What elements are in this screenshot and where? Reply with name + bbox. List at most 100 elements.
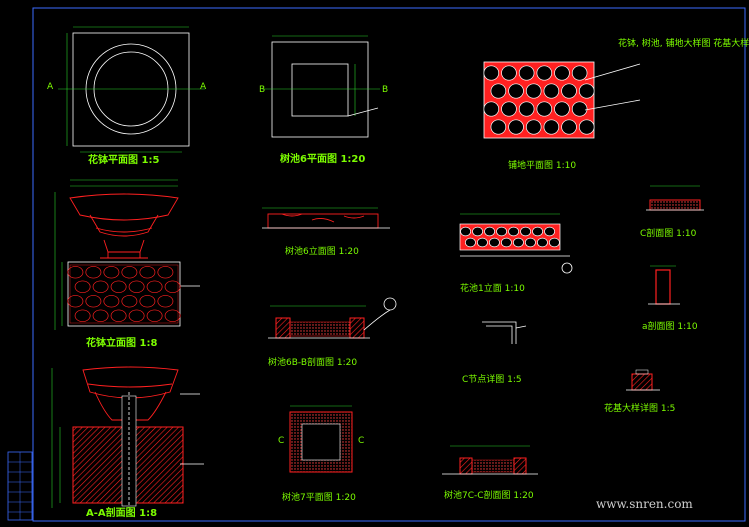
stone-shape: [525, 119, 542, 135]
header-note: 花钵, 树池, 铺地大样图 花基大样图: [618, 37, 749, 49]
stone-shape: [508, 226, 519, 237]
tree6-section-drawing: [268, 297, 397, 339]
stone-shape: [496, 226, 507, 237]
stone-shape: [85, 295, 102, 308]
label-tree7-section: 树池7C-C剖面图 1:20: [444, 489, 534, 501]
stone-shape: [537, 237, 548, 248]
stone-shape: [571, 65, 588, 81]
stone-shape: [489, 237, 500, 248]
stone-shape: [121, 295, 138, 308]
pot-elevation-drawing: [54, 179, 200, 330]
stone-shape: [139, 295, 156, 308]
stone-shape: [508, 119, 524, 135]
stone-shape: [85, 266, 102, 279]
label-tree6-section: 树池6B-B剖面图 1:20: [268, 356, 357, 368]
stone-shape: [501, 237, 512, 248]
stone-shape: [490, 83, 507, 99]
node-detail-drawing: [482, 321, 527, 344]
sheet-border: [32, 7, 746, 522]
tree7-plan-drawing: [289, 405, 353, 473]
stone-shape: [164, 309, 181, 322]
stone-shape: [578, 83, 595, 99]
stone-shape: [74, 280, 91, 293]
stone-shape: [110, 309, 127, 322]
section-c-drawing: [646, 185, 704, 211]
stone-shape: [92, 280, 109, 293]
stone-shape: [483, 65, 500, 81]
marker-a-right: A: [200, 82, 207, 92]
stone-shape: [465, 237, 476, 248]
stone-wall-pattern: [67, 266, 181, 322]
stone-shape: [525, 237, 536, 248]
stone-shape: [544, 226, 555, 237]
pot-plan-drawing: [58, 26, 205, 153]
stone-shape: [157, 295, 174, 308]
stone-shape: [561, 119, 577, 135]
marker-a-left: A: [47, 82, 54, 92]
stone-shape: [501, 101, 517, 117]
stone-shape: [103, 266, 120, 279]
title-block: [7, 451, 33, 521]
stone-shape: [520, 226, 531, 237]
stone-shape: [477, 237, 488, 248]
tree7-section-drawing: [442, 445, 538, 475]
stone-shape: [543, 119, 560, 135]
label-paving-plan: 铺地平面图 1:10: [508, 159, 576, 171]
label-pot-elevation: 花钵立面图 1:8: [86, 336, 157, 349]
stone-shape: [74, 309, 91, 322]
stone-shape: [128, 309, 145, 322]
label-planter1-elevation: 花池1立面 1:10: [460, 282, 525, 294]
stone-shape: [554, 65, 570, 81]
stone-shape: [472, 226, 483, 237]
label-pot-plan: 花钵平面图 1:5: [88, 153, 159, 166]
label-tree6-plan: 树池6平面图 1:20: [280, 152, 365, 165]
marker-b-left: B: [259, 85, 265, 95]
watermark: www.snren.com: [596, 497, 693, 511]
stone-shape: [561, 83, 577, 99]
stone-shape: [532, 226, 543, 237]
marker-b-right: B: [382, 85, 388, 95]
stone-shape: [513, 237, 524, 248]
stone-shape: [483, 101, 500, 117]
stone-shape: [501, 65, 517, 81]
stone-shape: [543, 83, 560, 99]
stone-shape: [110, 280, 127, 293]
stone-shape: [490, 119, 507, 135]
label-tree6-elevation: 树池6立面图 1:20: [285, 245, 359, 257]
stone-shape: [518, 65, 535, 81]
label-node-detail: C节点详图 1:5: [462, 373, 522, 385]
marker-c-right: C: [358, 436, 364, 446]
stone-shape: [571, 101, 588, 117]
label-section-a-a: A-A剖面图 1:8: [86, 506, 157, 519]
stone-shape: [484, 226, 495, 237]
stone-shape: [549, 237, 560, 248]
planter1-elevation-drawing: [459, 213, 573, 274]
stone-shape: [139, 266, 156, 279]
tree6-plan-drawing: [262, 35, 380, 138]
stone-shape: [157, 266, 174, 279]
section-a-drawing: [648, 265, 680, 305]
stone-shape: [67, 266, 84, 279]
label-section-c: C剖面图 1:10: [640, 227, 697, 239]
stone-shape: [128, 280, 145, 293]
stone-shape: [164, 280, 181, 293]
label-section-a: a剖面图 1:10: [642, 320, 698, 332]
stone-shape: [146, 309, 163, 322]
marker-c-left: C: [278, 436, 284, 446]
label-tree7-plan: 树池7平面图 1:20: [282, 491, 356, 503]
pot-section-drawing: [51, 366, 204, 508]
base-detail-drawing: [626, 369, 660, 391]
stone-shape: [508, 83, 524, 99]
paving-plan-drawing: [483, 61, 641, 139]
stone-shape: [525, 83, 542, 99]
stone-shape: [578, 119, 595, 135]
stone-shape: [536, 101, 553, 117]
stone-shape: [146, 280, 163, 293]
label-base-detail: 花基大样详图 1:5: [604, 402, 675, 414]
stone-shape: [92, 309, 109, 322]
stone-shape: [536, 65, 553, 81]
tree6-elevation-drawing: [262, 207, 390, 229]
stone-shape: [103, 295, 120, 308]
stone-shape: [121, 266, 138, 279]
